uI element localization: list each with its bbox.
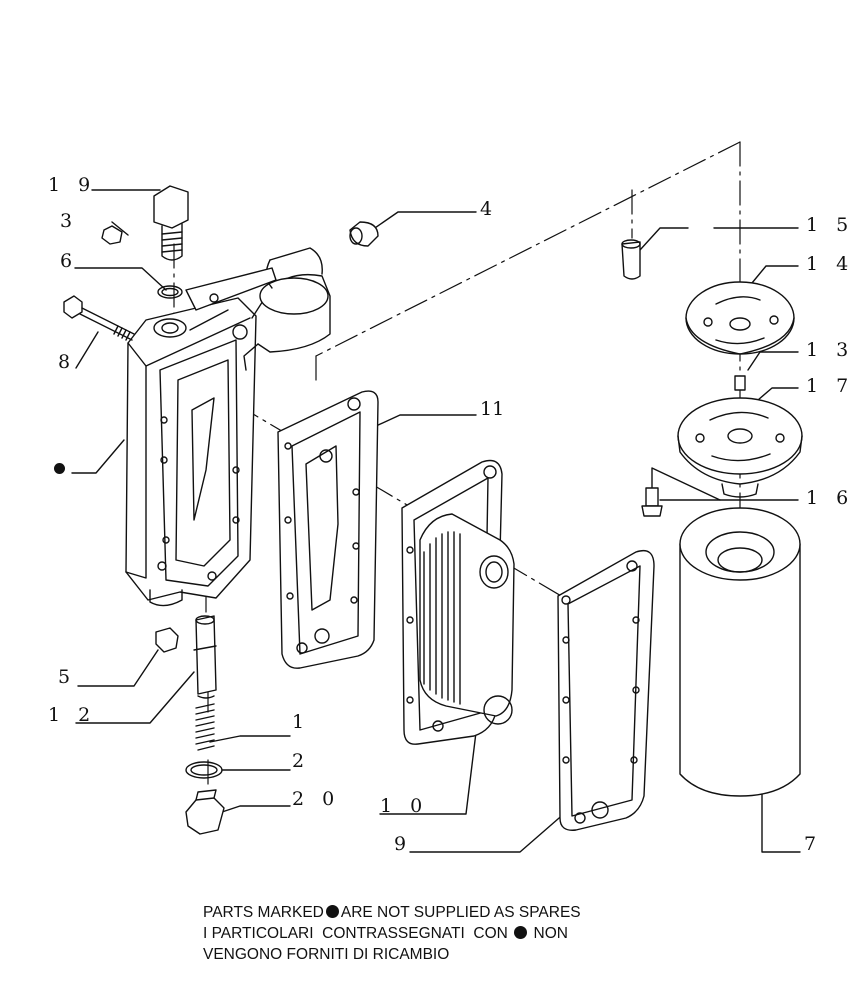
callout-20: 2 0 xyxy=(292,788,341,810)
plug-3 xyxy=(101,225,123,245)
filter-cartridge-7 xyxy=(679,507,801,797)
bolt-8 xyxy=(63,295,135,341)
callout-14: 1 4 xyxy=(806,253,855,275)
bullet-symbol-icon xyxy=(514,926,528,939)
callout-15: 1 5 xyxy=(806,214,855,236)
screw-16 xyxy=(641,487,663,517)
callout-13: 1 3 xyxy=(806,339,855,361)
plug-19 xyxy=(153,185,189,261)
callout-5: 5 xyxy=(58,666,77,688)
callout-8: 8 xyxy=(58,351,77,373)
callout-12: 1 2 xyxy=(48,704,97,726)
callout-16: 1 6 xyxy=(806,487,855,509)
callout-11: 11 xyxy=(480,398,505,420)
note-line-2-end: NON xyxy=(533,925,568,942)
note-line-1: PARTS MARKED ARE NOT SUPPLIED AS SPARES xyxy=(203,902,581,923)
callout-10: 1 0 xyxy=(380,795,429,817)
adapter-17 xyxy=(677,397,803,498)
washer-6 xyxy=(157,285,183,299)
callout-4: 4 xyxy=(480,198,499,220)
pin-13 xyxy=(734,375,746,391)
oil-cooler-10 xyxy=(401,459,515,745)
bullet-symbol-icon xyxy=(325,905,339,918)
callout-9: 9 xyxy=(394,833,413,855)
spares-note: PARTS MARKED ARE NOT SUPPLIED AS SPARES I… xyxy=(203,902,581,965)
note-line-3: VENGONO FORNITI DI RICAMBIO xyxy=(203,946,450,963)
note-line-1-end: ARE NOT SUPPLIED AS SPARES xyxy=(340,904,581,921)
note-line-2-start: I PARTICOLARI CONTRASSEGNATI CON xyxy=(203,925,508,942)
note-line-2: I PARTICOLARI CONTRASSEGNATI CON NON xyxy=(203,923,581,944)
callout-6: 6 xyxy=(60,250,79,272)
not-supplied-marker xyxy=(54,463,65,474)
valve-plate-14 xyxy=(685,281,795,355)
plug-15 xyxy=(621,239,641,280)
callout-3: 3 xyxy=(60,210,79,232)
filter-housing xyxy=(125,247,331,607)
note-line-1-start: PARTS MARKED xyxy=(203,904,324,921)
plug-4 xyxy=(349,221,379,247)
valve-assembly xyxy=(185,615,225,835)
callout-1: 1 xyxy=(292,711,311,733)
leader-lines xyxy=(71,189,801,853)
callout-19: 1 9 xyxy=(48,174,97,196)
callout-17: 1 7 xyxy=(806,375,855,397)
gasket-11 xyxy=(277,390,379,669)
plug-5 xyxy=(155,627,179,653)
callout-7: 7 xyxy=(804,833,823,855)
callout-2: 2 xyxy=(292,750,311,772)
gasket-9 xyxy=(557,549,655,831)
